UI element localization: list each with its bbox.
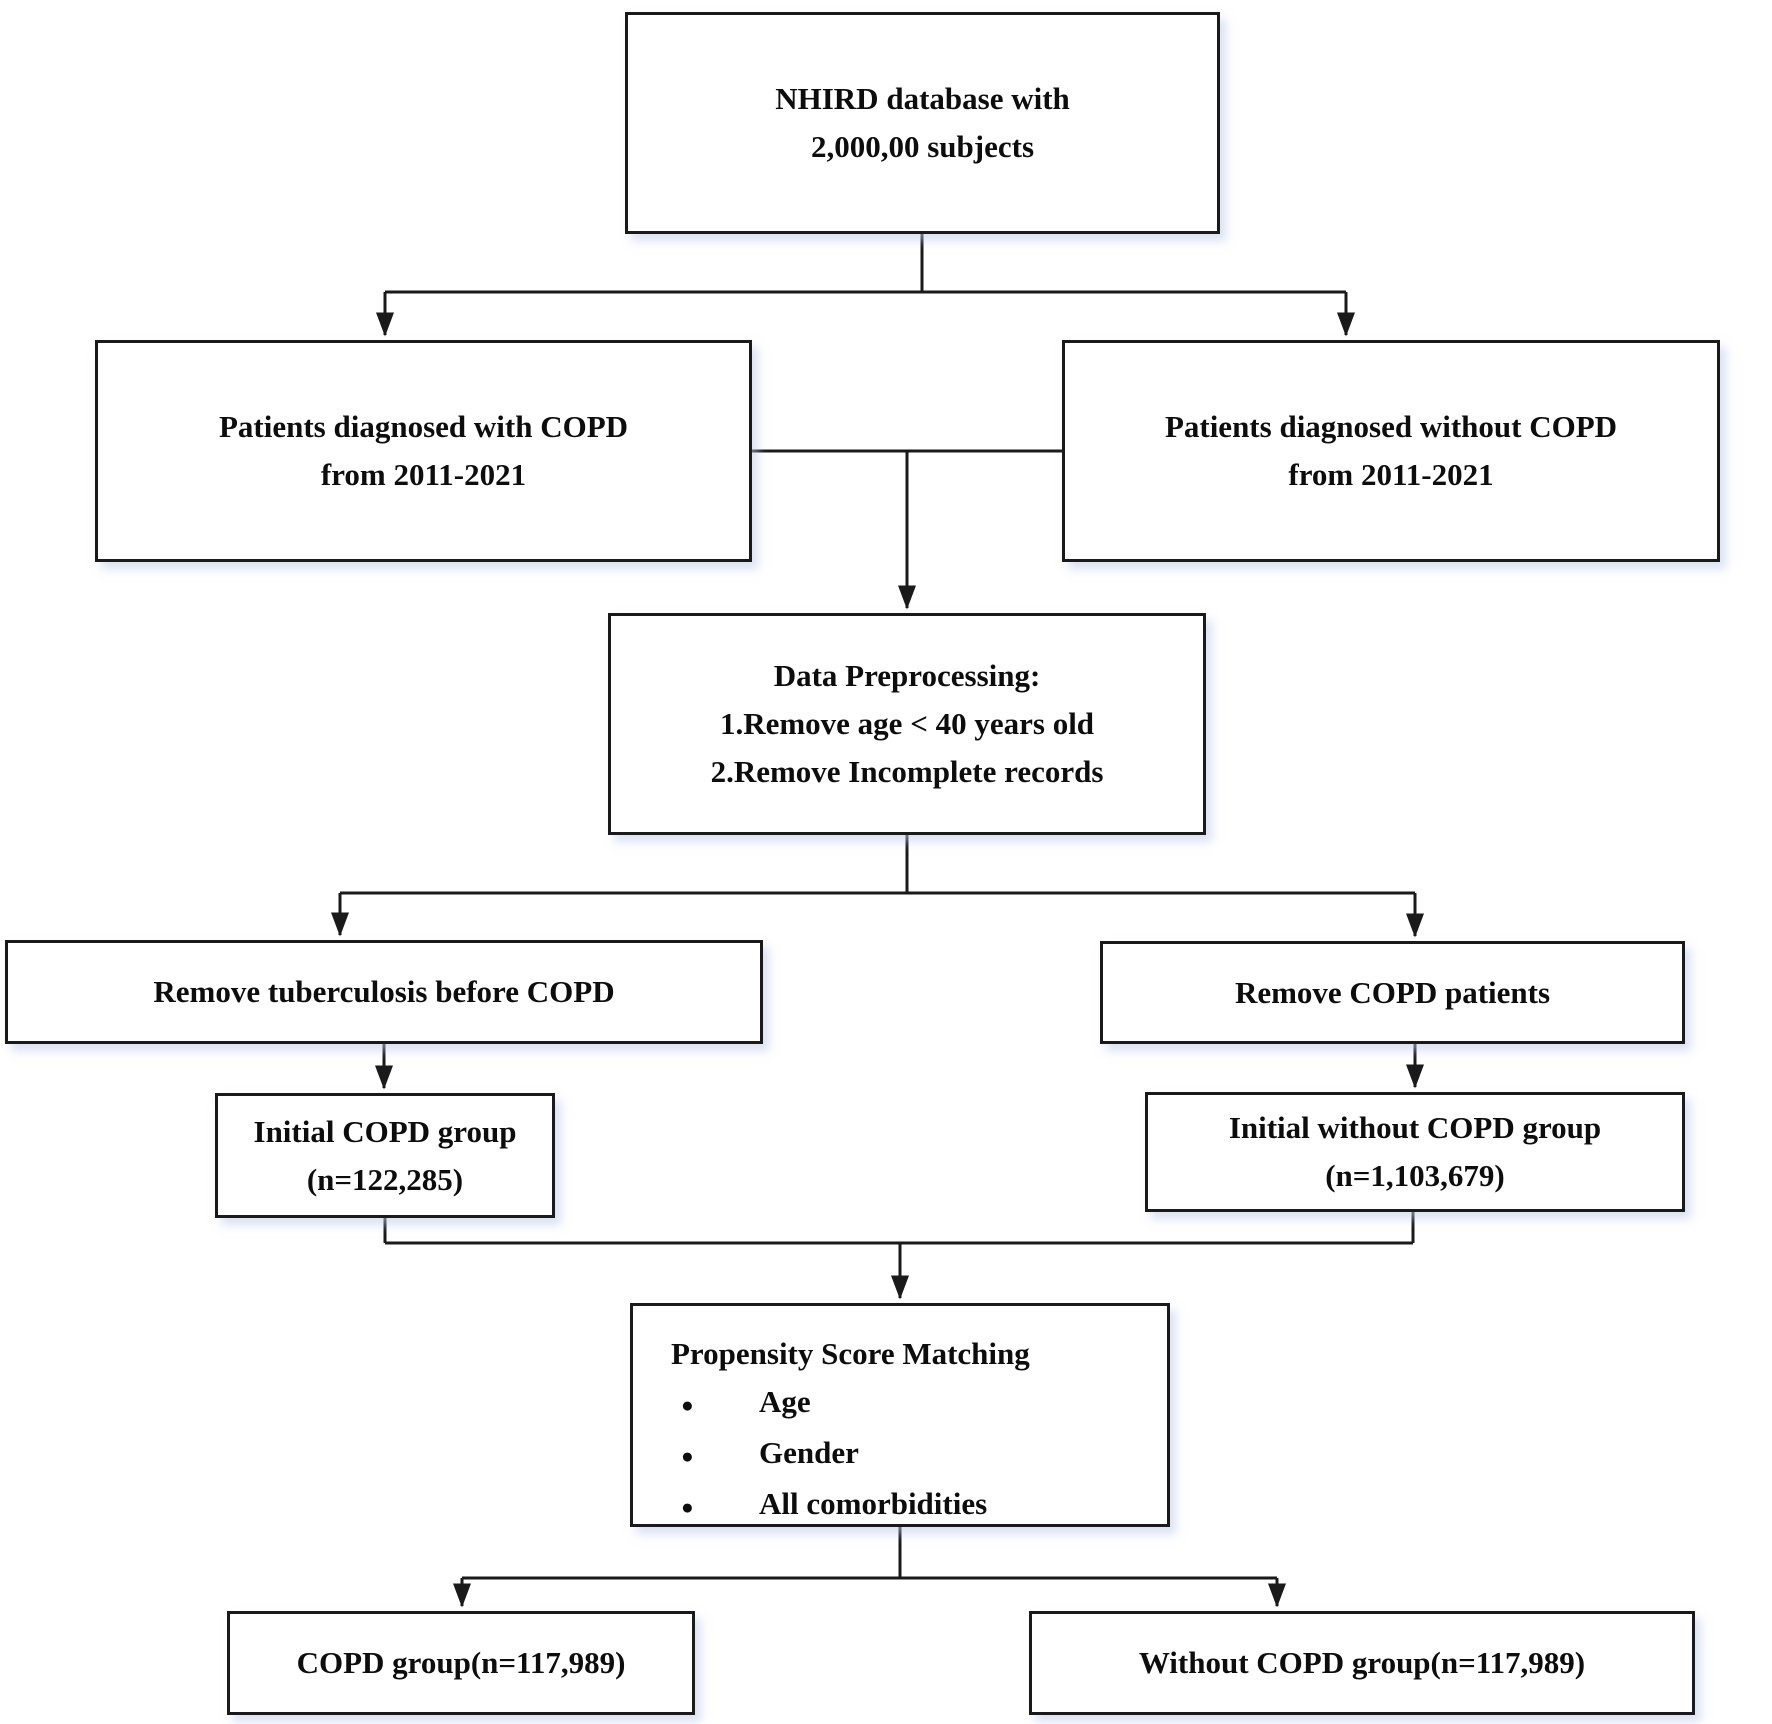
node-patients-without-copd-text: Patients diagnosed without COPD from 201… bbox=[1164, 409, 1618, 492]
bullet-icon: ● bbox=[681, 1444, 694, 1468]
node-remove-copd-patients-text: Remove COPD patients bbox=[1234, 974, 1551, 1010]
node-patients-without-copd: Patients diagnosed without COPD from 201… bbox=[1062, 340, 1720, 562]
node-nhird-database: NHIRD database with 2,000,00 subjects bbox=[625, 12, 1220, 234]
node-patients-with-copd: Patients diagnosed with COPD from 2011-2… bbox=[95, 340, 752, 562]
node-without-copd-group: Without COPD group(n=117,989) bbox=[1029, 1611, 1695, 1715]
node-psm-title: Propensity Score Matching bbox=[671, 1336, 1030, 1371]
node-data-preprocessing: Data Preprocessing: 1.Remove age < 40 ye… bbox=[608, 613, 1206, 835]
node-remove-tuberculosis-text: Remove tuberculosis before COPD bbox=[153, 974, 615, 1009]
bullet-icon: ● bbox=[681, 1393, 694, 1417]
node-without-copd-group-text: Without COPD group(n=117,989) bbox=[1138, 1645, 1586, 1680]
node-data-preprocessing-step1: 1.Remove age < 40 years old bbox=[719, 706, 1095, 741]
psm-bullet-gender-label: Gender bbox=[759, 1435, 859, 1470]
node-data-preprocessing-title: Data Preprocessing: bbox=[773, 658, 1041, 693]
psm-bullet-age: ● Age bbox=[671, 1378, 811, 1429]
bullet-icon: ● bbox=[681, 1495, 694, 1519]
node-initial-without-copd-group-text: Initial without COPD group (n=1,103,679) bbox=[1228, 1110, 1602, 1193]
psm-bullet-comorbidities-label: All comorbidities bbox=[759, 1486, 988, 1521]
node-propensity-score-matching: Propensity Score Matching ● Age ● Gender… bbox=[630, 1303, 1170, 1527]
node-copd-group-text: COPD group(n=117,989) bbox=[296, 1645, 626, 1680]
node-remove-copd-patients: Remove COPD patients bbox=[1100, 941, 1685, 1044]
node-remove-tuberculosis: Remove tuberculosis before COPD bbox=[5, 940, 763, 1044]
node-initial-copd-group: Initial COPD group (n=122,285) bbox=[215, 1093, 555, 1218]
node-data-preprocessing-step2: 2.Remove Incomplete records bbox=[710, 754, 1104, 789]
psm-bullet-comorbidities: ● All comorbidities bbox=[671, 1480, 987, 1531]
psm-bullet-age-label: Age bbox=[759, 1384, 811, 1419]
psm-bullet-gender: ● Gender bbox=[671, 1429, 859, 1480]
node-copd-group: COPD group(n=117,989) bbox=[227, 1611, 695, 1715]
node-initial-without-copd-group: Initial without COPD group (n=1,103,679) bbox=[1145, 1092, 1685, 1212]
node-initial-copd-group-text: Initial COPD group (n=122,285) bbox=[253, 1113, 517, 1197]
node-patients-with-copd-text: Patients diagnosed with COPD from 2011-2… bbox=[218, 409, 629, 492]
node-nhird-database-text: NHIRD database with 2,000,00 subjects bbox=[775, 81, 1070, 164]
